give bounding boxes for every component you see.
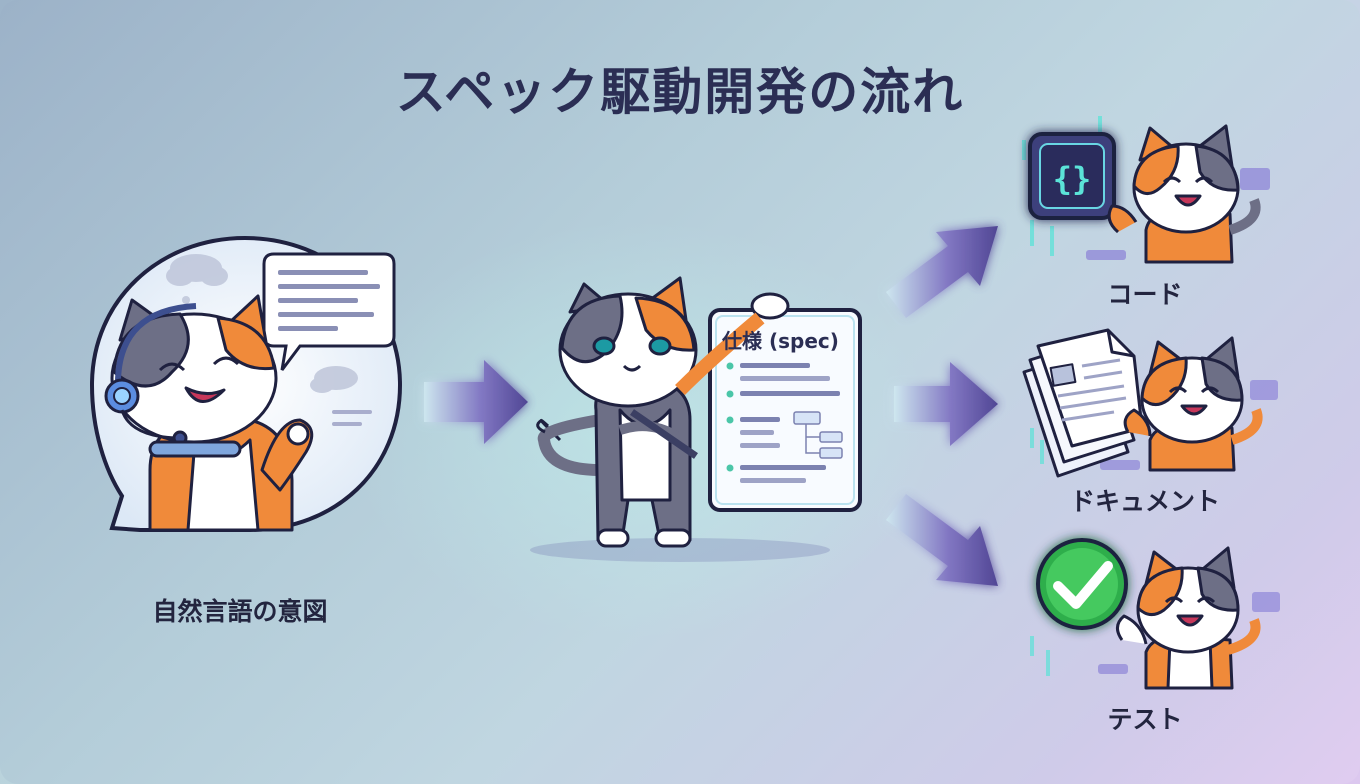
document-stack-icon (1022, 328, 1144, 478)
spec-cat (537, 276, 765, 548)
flow-arrow-spec-to-test (886, 494, 998, 586)
spec-node (530, 276, 862, 562)
spec-lines (726, 362, 843, 483)
docs-cat (1123, 336, 1263, 472)
check-circle-icon (1036, 538, 1128, 630)
intent-node (89, 235, 403, 532)
flow-arrow-spec-to-code (886, 226, 998, 318)
docs-node (1022, 328, 1278, 478)
test-label: テスト (1107, 705, 1183, 734)
speech-bubble (262, 252, 396, 371)
test-cat (1116, 546, 1261, 690)
spec-document-title: 仕様 (spec) (722, 329, 839, 353)
test-node (1030, 538, 1280, 690)
intent-cat (104, 294, 314, 532)
diagram-title: スペック駆動開発の流れ (395, 63, 965, 121)
code-cat (1107, 124, 1261, 264)
code-node: {} (1022, 116, 1270, 264)
flow-arrow-spec-to-docs (894, 362, 998, 446)
thought-cloud (166, 254, 358, 393)
flow-arrow-intent-to-spec (424, 360, 528, 444)
docs-label: ドキュメント (1069, 487, 1220, 516)
intent-label: 自然言語の意図 (152, 597, 328, 626)
braces-glyph: {} (1053, 160, 1092, 198)
code-label: コード (1107, 280, 1183, 309)
